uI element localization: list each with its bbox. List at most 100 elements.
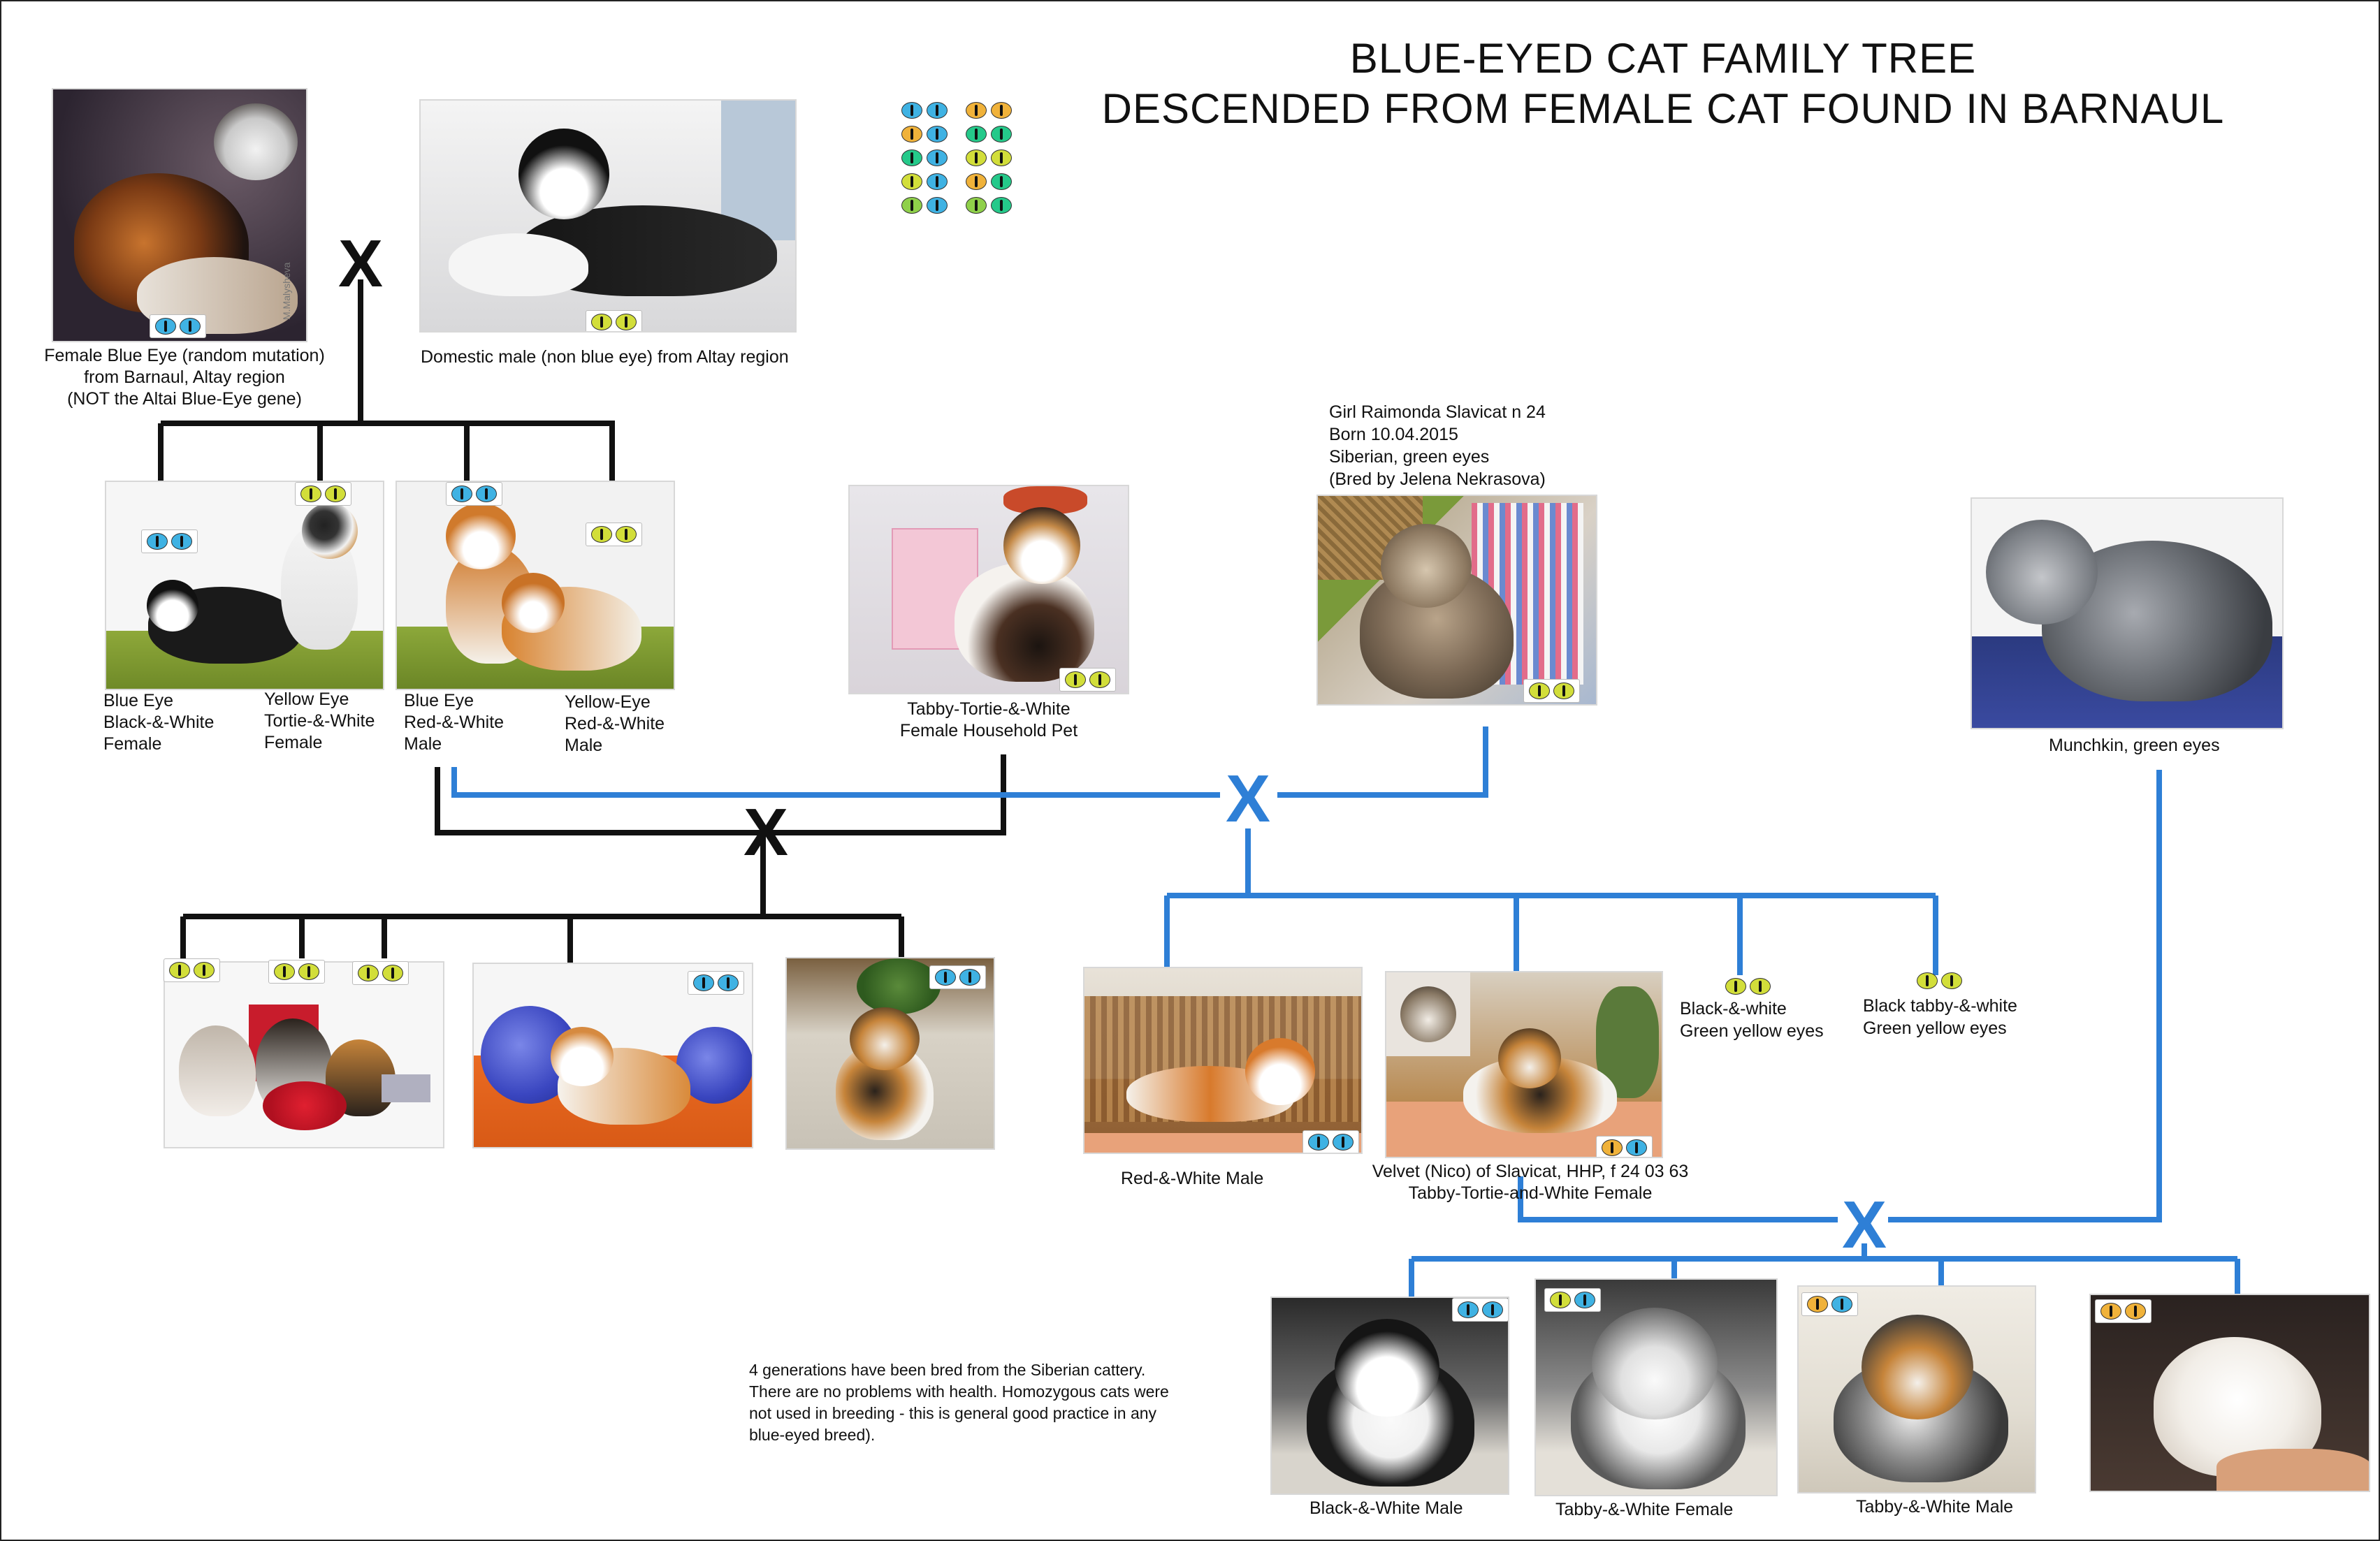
- gen2-yellow-male-eye-badge: [586, 523, 642, 546]
- gen3-kitten-balls-eye-badge: [688, 971, 744, 995]
- legend-eye-pair: [901, 149, 948, 166]
- yellow-eye-icon: [169, 962, 190, 979]
- yellow-eye-icon: [901, 173, 922, 190]
- tabby-tortie-pet-photo: [848, 485, 1129, 694]
- caption-line: Yellow Eye: [264, 689, 375, 710]
- founder-caption-line: Female Blue Eye (random mutation): [31, 345, 338, 367]
- domestic-male-caption: Domestic male (non blue eye) from Altay …: [421, 346, 789, 368]
- raimonda-eye-badge: [1523, 679, 1580, 703]
- blue-eye-icon: [1626, 1139, 1647, 1156]
- yellow-eye-icon: [1941, 972, 1962, 989]
- legend-eye-pair: [966, 173, 1012, 190]
- caption-line: Black-&-White: [103, 712, 214, 733]
- gen2-blue-rw-male-caption: Blue Eye Red-&-White Male: [404, 690, 504, 755]
- blue-eye-icon: [155, 318, 176, 335]
- gen3-kitten-2-eye-badge: [268, 960, 325, 984]
- gen3-kitten-balls-photo: [472, 963, 753, 1148]
- blue-eye-icon: [1308, 1134, 1329, 1151]
- gen3-kitten-1-eye-badge: [164, 958, 220, 982]
- blue-eye-icon: [1458, 1301, 1479, 1318]
- blue-eye-icon: [718, 974, 739, 991]
- founder-caption: Female Blue Eye (random mutation) from B…: [31, 345, 338, 410]
- yellow-eye-icon: [616, 314, 637, 330]
- caption-line: Red-&-White: [565, 713, 665, 735]
- blue-eye-icon: [927, 197, 948, 214]
- munchkin-caption: Munchkin, green eyes: [2049, 735, 2220, 757]
- blue-eye-icon: [180, 318, 201, 335]
- holding-hand: [2216, 1449, 2370, 1492]
- orange-eye-icon: [966, 173, 987, 190]
- orange-eye-icon: [2100, 1303, 2121, 1320]
- cross-mark-raimonda: X: [1213, 766, 1283, 833]
- teal-eye-icon: [991, 173, 1012, 190]
- caption-line: (Bred by Jelena Nekrasova): [1329, 468, 1546, 490]
- founder-caption-line: (NOT the Altai Blue-Eye gene): [31, 388, 338, 410]
- caption-line: Girl Raimonda Slavicat n 24: [1329, 401, 1546, 423]
- blue-eye-icon: [959, 969, 980, 986]
- orange-eye-icon: [1807, 1296, 1828, 1313]
- blue-eye-icon: [1574, 1292, 1595, 1308]
- black-tabby-green-caption: Black tabby-&-white Green yellow eyes: [1863, 995, 2017, 1039]
- diagram-subtitle: DESCENDED FROM FEMALE CAT FOUND IN BARNA…: [1069, 87, 2257, 131]
- yellow-eye-icon: [1750, 978, 1771, 995]
- orange-eye-icon: [1602, 1139, 1623, 1156]
- gen4-tabby-white-male-eye-badge: [1801, 1292, 1858, 1316]
- blue-eye-icon: [1482, 1301, 1503, 1318]
- cross-mark-gen2-black: X: [731, 799, 801, 866]
- blue-eye-icon: [927, 102, 948, 119]
- raimonda-photo: [1316, 495, 1597, 706]
- caption-line: Blue Eye: [404, 690, 504, 712]
- gen3-red-white-male-eye-badge: [1303, 1130, 1359, 1154]
- green-eye-icon: [901, 197, 922, 214]
- legend-eye-pair: [966, 126, 1012, 143]
- yellow-eye-icon: [1089, 671, 1110, 688]
- blue-eye-icon: [476, 485, 497, 502]
- black-white-green-caption: Black-&-white Green yellow eyes: [1680, 998, 1824, 1042]
- yellow-eye-icon: [591, 526, 612, 543]
- gen3-kitten-3-eye-badge: [352, 961, 409, 985]
- legend-eye-pair: [901, 126, 948, 143]
- teal-eye-icon: [991, 197, 1012, 214]
- caption-line: Black tabby-&-white: [1863, 995, 2017, 1017]
- gen4-white-kitten-photo: [2089, 1294, 2370, 1492]
- yellow-eye-icon: [1917, 972, 1938, 989]
- green-eye-icon: [966, 197, 987, 214]
- orange-eye-icon: [901, 126, 922, 143]
- note-line: 4 generations have been bred from the Si…: [749, 1359, 1252, 1381]
- tabby-tortie-pet-eye-badge: [1059, 668, 1116, 692]
- gen2-males-photo: [396, 481, 675, 690]
- blue-eye-icon: [451, 485, 472, 502]
- note-line: not used in breeding - this is general g…: [749, 1403, 1252, 1424]
- caption-line: Tortie-&-White: [264, 710, 375, 732]
- note-line: blue-eyed breed).: [749, 1424, 1252, 1446]
- caption-line: Born 10.04.2015: [1329, 423, 1546, 446]
- caption-line: Velvet (Nico) of Slavicat, HHP, f 24 03 …: [1356, 1161, 1705, 1183]
- blue-eye-icon: [927, 173, 948, 190]
- eye-color-legend: [901, 102, 1012, 214]
- yellow-eye-icon: [966, 149, 987, 166]
- yellow-eye-icon: [1065, 671, 1086, 688]
- gen4-tabby-white-male-caption: Tabby-&-White Male: [1856, 1496, 2013, 1518]
- yellow-eye-icon: [1725, 978, 1746, 995]
- velvet-caption: Velvet (Nico) of Slavicat, HHP, f 24 03 …: [1356, 1161, 1705, 1204]
- caption-line: Green yellow eyes: [1680, 1020, 1824, 1042]
- tabby-tortie-pet-caption: Tabby-Tortie-&-White Female Household Pe…: [848, 699, 1129, 742]
- founder-watermark: M.Malysheva: [281, 263, 292, 320]
- caption-line: Tabby-Tortie-and-White Female: [1356, 1183, 1705, 1204]
- caption-line: Yellow-Eye: [565, 692, 665, 713]
- founder-photo: M.Malysheva: [52, 88, 307, 342]
- blue-eye-icon: [1831, 1296, 1852, 1313]
- gen2-females-photo: [105, 481, 384, 690]
- munchkin-photo: [1971, 497, 2284, 729]
- gen4-tabby-white-female-eye-badge: [1544, 1288, 1601, 1312]
- gen3-calico-kitten-eye-badge: [929, 965, 986, 989]
- caption-line: Female Household Pet: [848, 720, 1129, 742]
- teal-eye-icon: [991, 126, 1012, 143]
- legend-eye-pair: [966, 149, 1012, 166]
- yellow-eye-icon: [1529, 682, 1550, 699]
- gen4-tabby-white-female-caption: Tabby-&-White Female: [1555, 1499, 1733, 1521]
- yellow-eye-icon: [325, 485, 346, 502]
- velvet-photo: [1385, 971, 1663, 1158]
- gen2-blue-female-eye-badge: [141, 530, 198, 553]
- caption-line: Green yellow eyes: [1863, 1017, 2017, 1039]
